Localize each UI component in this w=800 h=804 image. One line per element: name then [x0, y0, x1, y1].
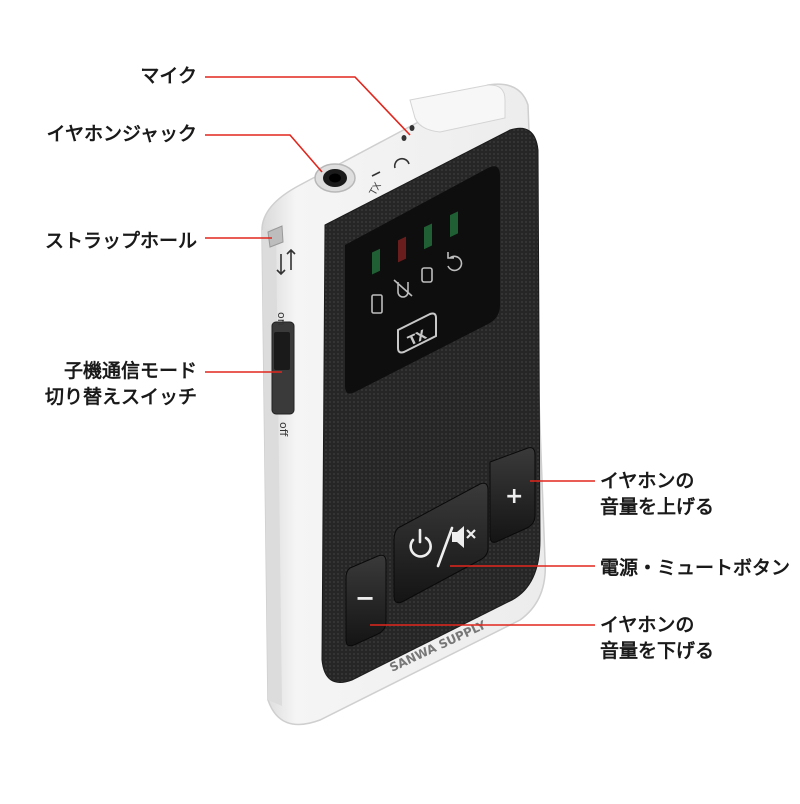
callout-mic-text: マイク — [140, 65, 197, 87]
volume-down-button: − — [345, 554, 387, 647]
sync-icon — [447, 252, 463, 272]
status-leds — [372, 211, 458, 275]
callout-power-mute-text: 電源・ミュートボタン — [600, 557, 791, 579]
strap-hole — [267, 225, 284, 248]
power-icon — [409, 528, 432, 558]
callout-volume-up-line2: 音量を上げる — [600, 496, 715, 518]
mute-icon — [452, 526, 464, 548]
top-cap — [409, 84, 506, 133]
mode-switch — [271, 248, 296, 415]
tx-badge-text: TX — [406, 328, 429, 350]
headset-icon — [393, 157, 410, 169]
callout-mode-switch-line2: 切り替えスイッチ — [44, 386, 197, 408]
document-icon — [421, 267, 433, 283]
callout-volume-down: イヤホンの 音量を下げる — [600, 612, 714, 664]
volume-up-button: + — [489, 447, 536, 543]
callout-earphone-jack: イヤホンジャック — [47, 121, 197, 147]
plus-glyph: + — [505, 484, 523, 509]
callout-strap-hole-text: ストラップホール — [44, 230, 197, 252]
callout-mic: マイク — [140, 63, 197, 89]
callout-earphone-jack-text: イヤホンジャック — [46, 123, 197, 145]
callout-volume-down-line2: 音量を下げる — [600, 640, 715, 662]
mic-mute-icon — [393, 279, 413, 298]
minus-glyph: − — [355, 584, 375, 612]
earphone-jack — [314, 163, 356, 193]
callout-volume-up: イヤホンの 音量を上げる — [600, 468, 714, 520]
callout-power-mute: 電源・ミュートボタン — [600, 555, 790, 581]
switch-on-label: on — [275, 312, 288, 326]
callout-mode-switch-line1: 子機通信モード — [63, 360, 197, 382]
callout-strap-hole: ストラップホール — [45, 228, 197, 254]
tx-badge: TX — [397, 312, 437, 354]
callout-mode-switch: 子機通信モード 切り替えスイッチ — [45, 358, 197, 410]
mic-holes — [401, 125, 415, 141]
power-mute-button — [393, 482, 489, 604]
leader-lines — [205, 76, 595, 626]
panel-icons — [371, 252, 463, 314]
battery-icon — [371, 294, 383, 314]
jack-icons — [371, 157, 410, 177]
callout-volume-down-line1: イヤホンの — [600, 614, 695, 636]
switch-off-label: off — [277, 422, 290, 437]
callout-volume-up-line1: イヤホンの — [600, 470, 695, 492]
